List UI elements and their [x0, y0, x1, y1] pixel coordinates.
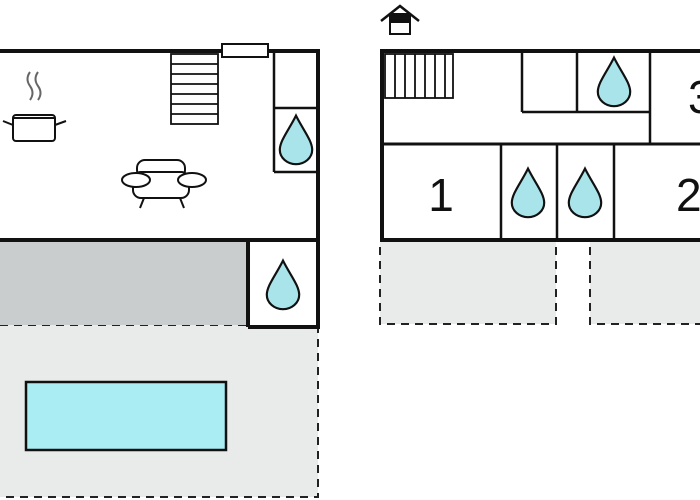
water-drop-icon: [265, 259, 301, 311]
ground-floor-walls: [0, 49, 320, 329]
water-drop-icon: [567, 167, 603, 219]
swimming-pool: [24, 380, 228, 452]
room-label-2: 2: [676, 169, 700, 221]
stairs-icon: [170, 53, 219, 125]
cooking-pot-icon: [2, 71, 67, 142]
water-drop-icon: [596, 56, 632, 108]
upper-floor: 1 2 3: [379, 4, 700, 325]
terrace-boundary: [0, 325, 319, 498]
upper-floor-walls: [380, 49, 700, 242]
balcony-right: [589, 240, 700, 325]
balcony-left: [379, 240, 557, 325]
room-label-1: 1: [428, 169, 454, 221]
water-drop-icon: [278, 114, 314, 166]
stairs-icon: [384, 53, 454, 99]
covered-terrace: [0, 240, 250, 325]
water-drop-icon: [510, 167, 546, 219]
house-icon: [380, 4, 420, 35]
ground-floor: [0, 43, 320, 498]
room-label-3: 3: [688, 71, 700, 123]
sofa-icon: [121, 159, 207, 209]
window: [221, 43, 269, 58]
